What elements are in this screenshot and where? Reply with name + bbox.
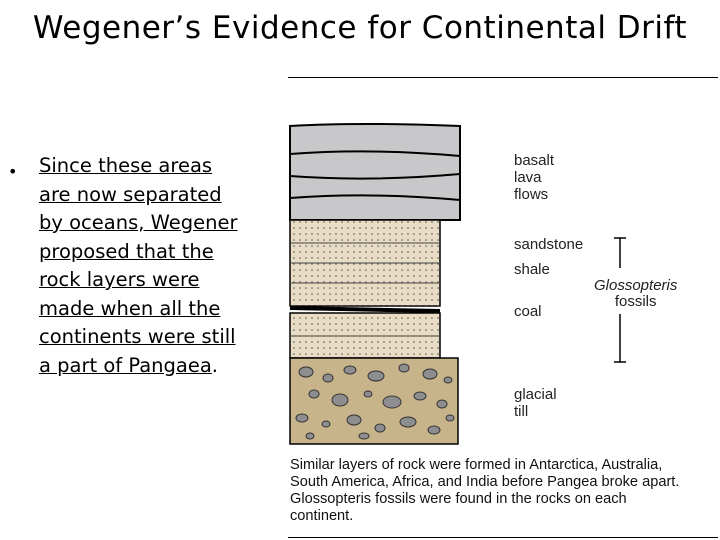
slide-title: Wegener’s Evidence for Continental Drift — [32, 10, 688, 46]
bullet-line: rock layers were — [39, 268, 200, 291]
bullet-line: made when all the — [39, 296, 221, 320]
rock-column-figure: basalt lava flows sandstone shale coal g… — [280, 118, 720, 458]
bullet-line: by oceans, Wegener — [39, 211, 238, 234]
bullet-line: continents were still — [39, 325, 236, 348]
lower-sandstone-layer — [289, 312, 441, 359]
basalt-layer — [289, 123, 461, 221]
caption-line: Glossopteris fossils were found in the r… — [290, 491, 627, 507]
coal-seam — [289, 306, 441, 313]
glacial-till-label: glacial till — [514, 386, 557, 420]
bullet-line: proposed that the — [39, 239, 214, 263]
glacial-till-layer — [289, 357, 459, 445]
glossopteris-fossils-label: Glossopteris fossils — [594, 277, 678, 310]
sandstone-label: sandstone — [514, 236, 584, 253]
sandstone-shale-layer — [289, 219, 441, 307]
caption-line: continent. — [290, 508, 354, 524]
top-divider — [288, 77, 718, 78]
bottom-divider — [288, 537, 718, 538]
shale-label: shale — [514, 261, 550, 278]
bullet-symbol: • — [8, 162, 18, 181]
figure-caption: Similar layers of rock were formed in An… — [290, 457, 720, 525]
bullet-line: a part of Pangaea — [39, 353, 212, 377]
bullet-text: Since these areas are now separated by o… — [39, 152, 279, 380]
rock-column-diagram — [289, 123, 626, 445]
bullet-period: . — [211, 353, 218, 377]
caption-line: Similar layers of rock were formed in An… — [290, 457, 663, 473]
coal-label: coal — [514, 303, 542, 320]
bullet-line: are now separated — [39, 182, 222, 206]
basalt-label: basalt lava flows — [514, 152, 555, 203]
caption-line: South America, Africa, and India before … — [290, 474, 680, 490]
fossils-bracket — [614, 237, 626, 363]
bullet-line: Since these areas — [39, 154, 213, 177]
